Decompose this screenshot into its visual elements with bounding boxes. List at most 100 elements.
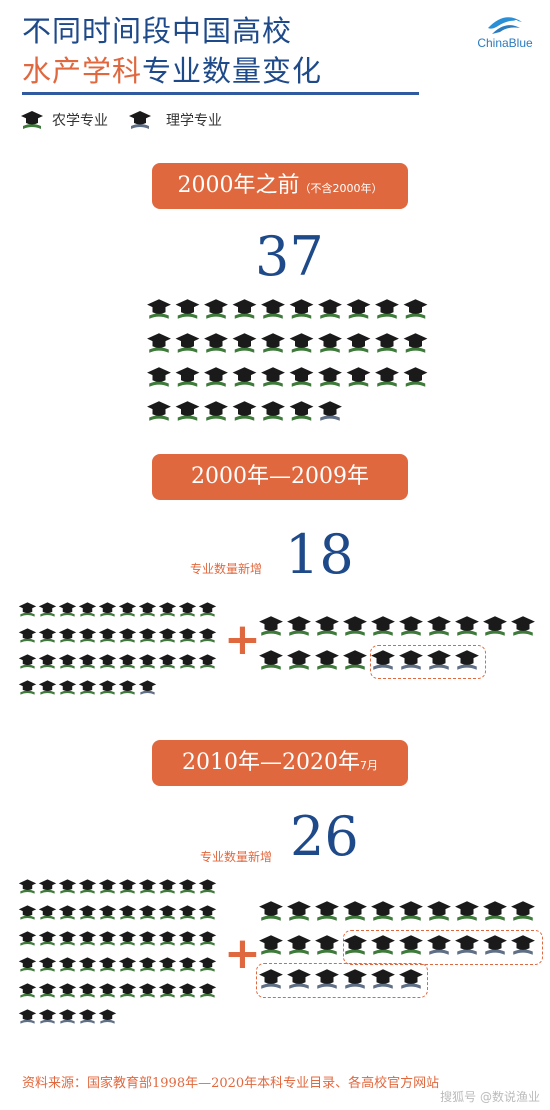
sec3-new-sci-cap-17 xyxy=(427,935,451,955)
page-title-line2: 水产学科专业数量变化 xyxy=(22,48,322,90)
sec3-prev-agri-cap-1 xyxy=(18,879,37,894)
sec3-prev-agri-cap-31 xyxy=(18,957,37,972)
section3-banner-note: 7月 xyxy=(359,759,378,772)
sec3-prev-agri-cap-49 xyxy=(178,983,197,998)
sec3-prev-agri-cap-10 xyxy=(198,879,217,894)
agri-graduation-cap-icon xyxy=(21,111,43,129)
sec3-new-sci-cap-21 xyxy=(259,969,283,989)
sec3-new-sci-cap-18 xyxy=(455,935,479,955)
sec2-new-agri-cap-8 xyxy=(455,616,479,636)
sec2-prev-agri-cap-12 xyxy=(38,628,57,643)
sec3-prev-agri-cap-38 xyxy=(158,957,177,972)
sec3-prev-agri-cap-11 xyxy=(18,905,37,920)
sec3-new-agri-cap-8 xyxy=(455,901,479,921)
sec2-new-agri-cap-9 xyxy=(483,616,507,636)
sec1-agri-cap-28 xyxy=(346,367,371,387)
section1-banner-note: （不含2000年） xyxy=(299,182,383,195)
sec2-prev-agri-cap-9 xyxy=(178,602,197,617)
sec3-new-agri-cap-16 xyxy=(399,935,423,955)
sec2-new-agri-cap-2 xyxy=(287,616,311,636)
sec2-prev-agri-cap-2 xyxy=(38,602,57,617)
sec3-new-agri-cap-4 xyxy=(343,901,367,921)
sec3-prev-agri-cap-44 xyxy=(78,983,97,998)
sec2-new-agri-cap-4 xyxy=(343,616,367,636)
sec2-new-sci-cap-16 xyxy=(399,650,423,670)
sec1-agri-cap-35 xyxy=(261,401,285,421)
sec2-prev-agri-cap-35 xyxy=(98,680,117,695)
sec3-prev-agri-cap-19 xyxy=(178,905,197,920)
sec3-prev-agri-cap-12 xyxy=(38,905,57,920)
sec3-prev-agri-cap-25 xyxy=(98,931,117,946)
sec2-new-sci-cap-18 xyxy=(455,650,479,670)
sec3-new-sci-cap-20 xyxy=(511,935,535,955)
sec1-agri-cap-7 xyxy=(318,299,342,319)
sec2-new-agri-cap-10 xyxy=(511,616,535,636)
sec1-agri-cap-36 xyxy=(289,401,314,421)
sec1-agri-cap-30 xyxy=(403,367,428,387)
sec1-agri-cap-17 xyxy=(318,333,342,353)
sec1-agri-cap-6 xyxy=(289,299,314,319)
sec3-new-sci-cap-26 xyxy=(399,969,423,989)
sec2-prev-agri-cap-31 xyxy=(18,680,37,695)
sec3-new-agri-cap-2 xyxy=(287,901,311,921)
sec2-prev-agri-cap-16 xyxy=(118,628,137,643)
sec1-agri-cap-10 xyxy=(403,299,428,319)
sec1-agri-cap-18 xyxy=(346,333,371,353)
sec3-prev-agri-cap-22 xyxy=(38,931,57,946)
sec1-agri-cap-15 xyxy=(261,333,285,353)
sec2-prev-agri-cap-13 xyxy=(58,628,77,643)
sec2-prev-agri-cap-32 xyxy=(38,680,57,695)
sec2-prev-agri-cap-10 xyxy=(198,602,217,617)
section3-sci-highlight-box-row2 xyxy=(343,930,543,965)
sec3-new-agri-cap-10 xyxy=(511,901,535,921)
sec2-prev-agri-cap-26 xyxy=(118,654,137,669)
sec3-prev-agri-cap-50 xyxy=(198,983,217,998)
sec1-agri-cap-11 xyxy=(147,333,171,353)
sec3-prev-agri-cap-18 xyxy=(158,905,177,920)
sec1-agri-cap-3 xyxy=(204,299,228,319)
sec2-prev-agri-cap-7 xyxy=(138,602,157,617)
sec1-agri-cap-26 xyxy=(289,367,314,387)
watermark: 搜狐号 @数说渔业 xyxy=(440,1090,540,1104)
section3-banner: 2010年—2020年7月 xyxy=(152,740,408,786)
sec1-sci-cap-37 xyxy=(318,401,342,421)
sec3-prev-agri-cap-3 xyxy=(58,879,77,894)
sec2-new-agri-cap-11 xyxy=(259,650,283,670)
sec3-new-sci-cap-25 xyxy=(371,969,395,989)
sec3-prev-agri-cap-24 xyxy=(78,931,97,946)
sec2-new-sci-cap-17 xyxy=(427,650,451,670)
sec3-new-agri-cap-14 xyxy=(343,935,367,955)
sec1-agri-cap-27 xyxy=(318,367,342,387)
sec3-prev-sci-cap-52 xyxy=(38,1009,57,1024)
sec3-prev-agri-cap-39 xyxy=(178,957,197,972)
sec2-new-agri-cap-13 xyxy=(315,650,339,670)
source-footnote: 资料来源：国家教育部1998年—2020年本科专业目录、各高校官方网站 xyxy=(22,1076,440,1091)
sec3-prev-agri-cap-5 xyxy=(98,879,117,894)
page-title-rest: 专业数量变化 xyxy=(142,54,323,88)
sec3-new-sci-cap-24 xyxy=(343,969,367,989)
sec3-prev-agri-cap-47 xyxy=(138,983,157,998)
sec3-new-agri-cap-11 xyxy=(259,935,283,955)
section2-banner: 2000年—2009年 xyxy=(152,454,408,500)
sec1-agri-cap-33 xyxy=(204,401,228,421)
sec3-prev-agri-cap-37 xyxy=(138,957,157,972)
sec3-prev-agri-cap-40 xyxy=(198,957,217,972)
sec1-agri-cap-2 xyxy=(175,299,200,319)
legend-agri-label: 农学专业 xyxy=(52,113,108,129)
sec3-prev-agri-cap-8 xyxy=(158,879,177,894)
sec3-prev-agri-cap-43 xyxy=(58,983,77,998)
sec3-prev-agri-cap-23 xyxy=(58,931,77,946)
sec2-prev-agri-cap-14 xyxy=(78,628,97,643)
sec3-prev-agri-cap-34 xyxy=(78,957,97,972)
sec1-agri-cap-16 xyxy=(289,333,314,353)
sec1-agri-cap-20 xyxy=(403,333,428,353)
section1-banner-text: 2000年之前 xyxy=(177,173,300,198)
sec1-agri-cap-9 xyxy=(375,299,399,319)
sec3-prev-agri-cap-6 xyxy=(118,879,137,894)
sec2-new-agri-cap-1 xyxy=(259,616,283,636)
sec1-agri-cap-23 xyxy=(204,367,228,387)
sec2-new-agri-cap-3 xyxy=(315,616,339,636)
sec1-agri-cap-19 xyxy=(375,333,399,353)
sec2-prev-agri-cap-29 xyxy=(178,654,197,669)
section3-sci-highlight-box-row3 xyxy=(256,963,428,998)
